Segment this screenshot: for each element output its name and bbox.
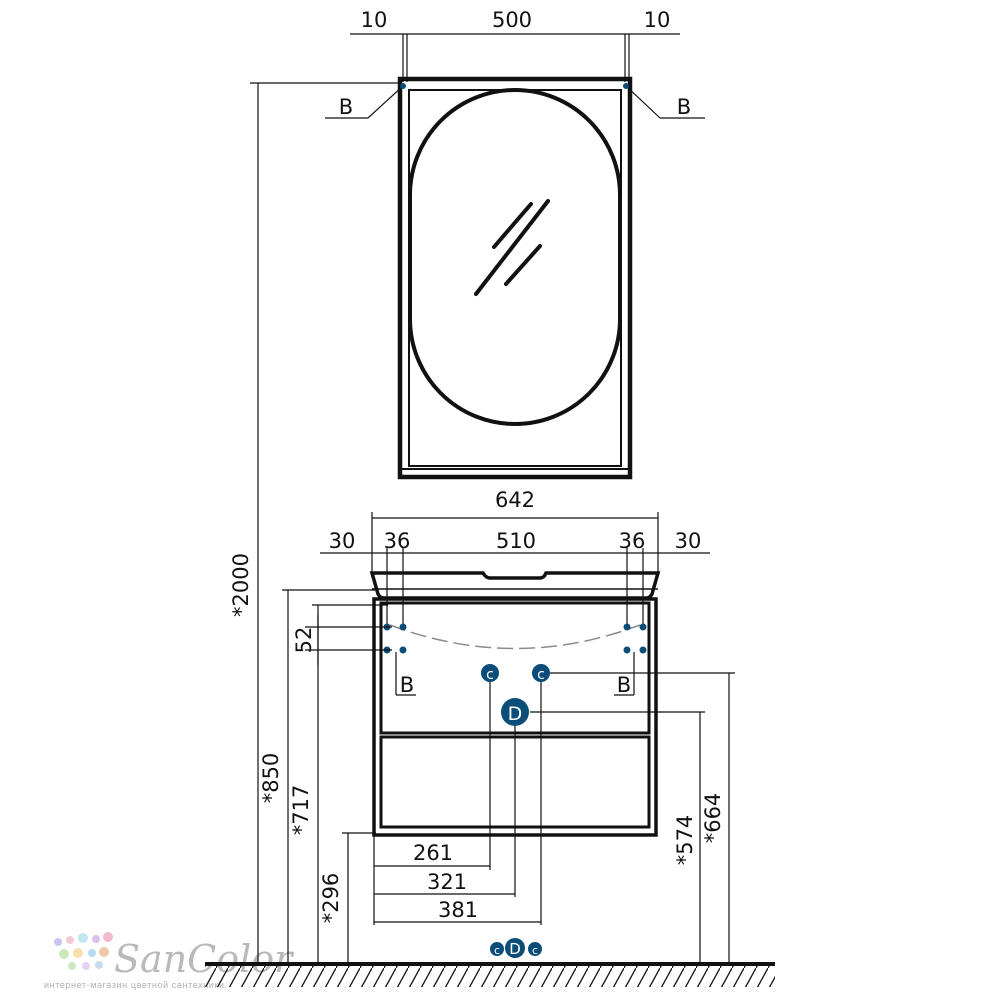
cabinet-side-left: 30 <box>329 529 356 553</box>
floor <box>205 962 775 987</box>
hole-spacing-dims <box>305 615 635 696</box>
height-296: *296 <box>319 873 343 924</box>
cabinet-inner-width: 510 <box>496 529 536 553</box>
mirror-dims <box>350 33 680 82</box>
mirror-right-margin: 10 <box>644 8 671 32</box>
dim-321: 321 <box>427 870 467 894</box>
connection-c-right-label: c <box>537 667 545 683</box>
connection-c-right: c <box>532 664 550 683</box>
cabinet-marker-left: B <box>400 673 414 697</box>
height-664: *664 <box>701 793 725 844</box>
floor-c-right: c <box>532 944 538 957</box>
mirror-width: 500 <box>492 8 532 32</box>
hole-spacing: 52 <box>292 627 316 654</box>
height-574: *574 <box>673 815 697 866</box>
floor-connection-markers: c D c <box>490 938 542 958</box>
connection-horizontal-dims <box>373 682 542 925</box>
mirror-b-markers <box>325 85 705 119</box>
height-850: *850 <box>259 753 283 804</box>
height-717: *717 <box>289 785 313 836</box>
cabinet-wall-left: 36 <box>384 529 411 553</box>
mirror <box>397 76 633 480</box>
cabinet-side-right: 30 <box>675 529 702 553</box>
cabinet-overall-width: 642 <box>495 488 535 512</box>
height-total: *2000 <box>229 553 253 617</box>
height-dims <box>250 82 735 962</box>
mirror-left-hole-icon <box>400 83 406 89</box>
cabinet-mounting-holes <box>383 623 647 654</box>
connection-d: D <box>501 698 529 726</box>
basin-bowl-outline <box>389 624 641 650</box>
mirror-reflection-icon <box>474 199 550 296</box>
mirror-inner-frame <box>408 89 622 467</box>
cabinet-marker-right: B <box>617 673 631 697</box>
floor-d: D <box>509 940 521 958</box>
mirror-right-hole-icon <box>623 83 629 89</box>
cabinet-wall-right: 36 <box>619 529 646 553</box>
washbasin-top <box>369 571 661 600</box>
floor-c-left: c <box>494 944 500 957</box>
connection-c-left: c <box>481 664 499 683</box>
mirror-left-margin: 10 <box>361 8 388 32</box>
dim-381: 381 <box>438 898 478 922</box>
cabinet-top-dims <box>320 512 710 628</box>
connection-d-label: D <box>508 703 523 725</box>
mirror-outer-frame <box>397 76 633 480</box>
watermark-tagline: интернет-магазин цветной сантехники <box>44 980 225 990</box>
mirror-marker-left: B <box>339 95 353 119</box>
dim-261: 261 <box>413 841 453 865</box>
mirror-marker-right: B <box>677 95 691 119</box>
mirror-oval <box>408 88 622 426</box>
connection-c-left-label: c <box>486 667 494 683</box>
